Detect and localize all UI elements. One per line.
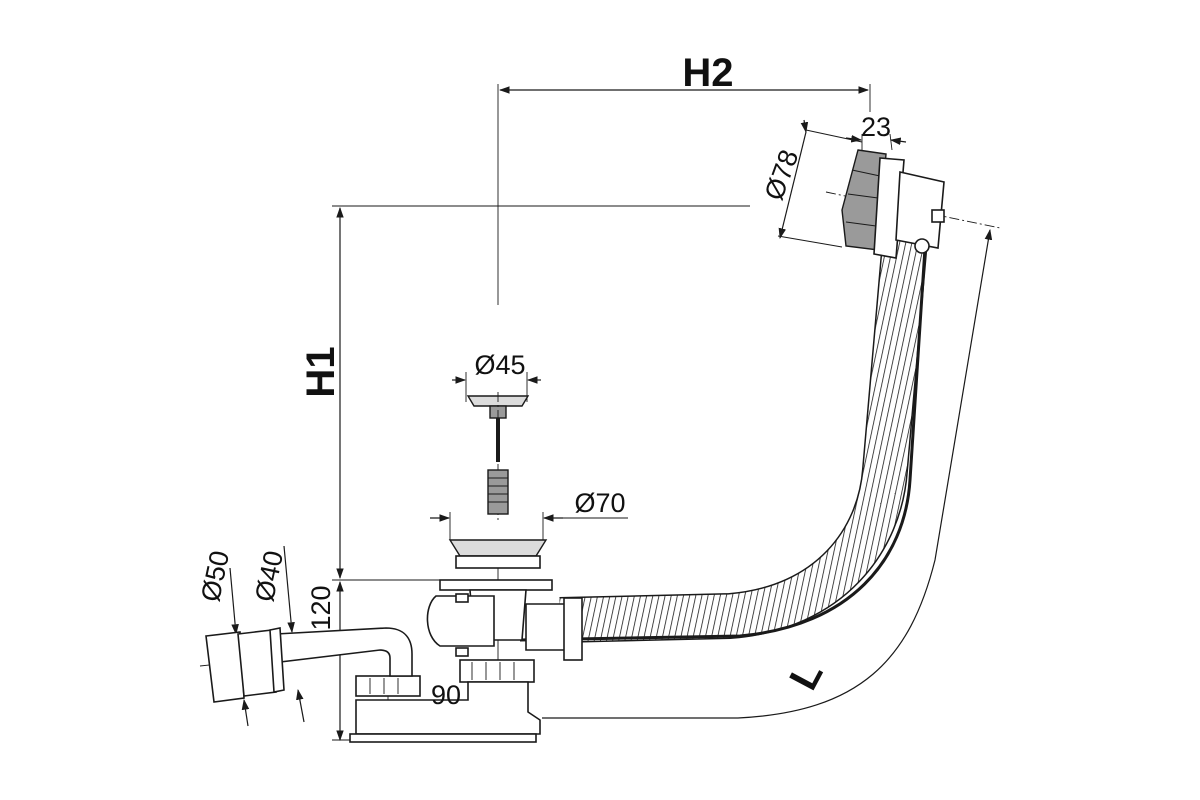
waste-flange [455,555,541,569]
flexible-hose [519,238,928,643]
elbow-pipe [275,627,413,677]
waste-seal [439,579,553,591]
label-d40: Ø40 [249,548,289,604]
outlet-nut [355,675,421,697]
hose-connector [525,603,567,651]
label-d45: Ø45 [474,350,525,380]
d78-dimension-line [778,131,807,240]
trap-lower-nut [459,659,535,683]
waste-grate [448,539,548,557]
overflow-head [841,149,945,259]
waste-body [349,539,583,743]
trap-base [355,681,541,735]
label-h2: H2 [682,51,733,95]
d23-arrow-right [889,137,907,146]
d50-arrow-top [229,567,239,636]
overflow-centerline [825,191,1001,229]
label-h1: H1 [299,346,343,397]
d78-extension-bottom [777,235,843,248]
outlet-elbow [205,627,413,703]
overflow-cap-ribs [845,169,881,227]
label-d90: 90 [431,680,461,710]
pop-up-plug [466,392,530,520]
d50-arrow-bottom [241,698,250,727]
trap-clip-bottom [455,647,469,657]
trap-clip-top [455,593,469,603]
label-d70: Ø70 [574,488,625,518]
plug-thread-lines [488,477,508,503]
d40-arrow-top [283,545,295,634]
label-d120: 120 [306,585,336,630]
overflow-body [895,171,945,249]
label-d78: Ø78 [759,146,805,204]
trap-nut-ribs [471,662,515,680]
l-dimension-curve [542,228,993,719]
label-d23: 23 [861,112,891,142]
outlet-sleeve-50 [205,631,245,703]
label-l: L [781,655,831,697]
trap-bowl [426,595,495,647]
hose-connector-nut [563,597,583,661]
label-d50: Ø50 [195,548,235,604]
overflow-clip [931,209,945,223]
outlet-nut-ribs [369,678,399,694]
trap-foot [349,733,537,743]
d78-arrow-top [800,119,809,134]
d78-extension-top [805,129,863,143]
outlet-ring [269,627,285,693]
overflow-nut [914,238,930,254]
plug-thread [487,469,509,515]
d40-arrow-bottom [296,688,305,723]
d23-arrow-left [845,134,863,143]
